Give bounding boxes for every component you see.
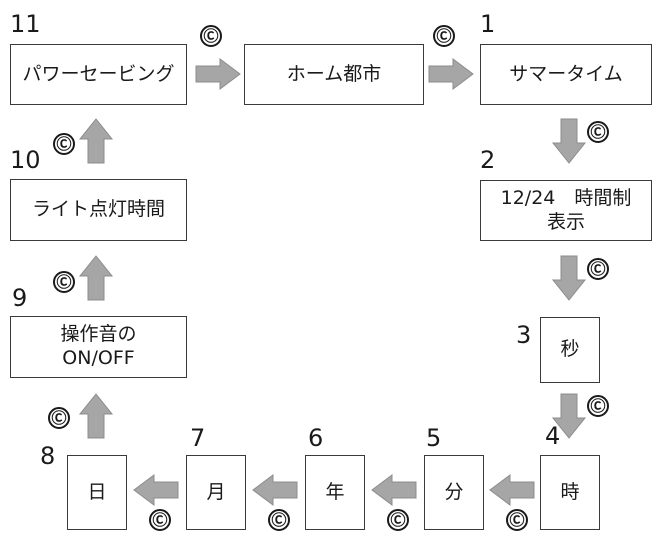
button-c-icon: Ⓒ bbox=[587, 258, 609, 280]
step-7-number: 7 bbox=[190, 424, 206, 452]
step-9-number: 9 bbox=[12, 284, 28, 312]
button-c-icon: Ⓒ bbox=[53, 271, 75, 293]
step-1-label: サマータイム bbox=[509, 62, 623, 85]
arrow-left-icon bbox=[371, 474, 417, 506]
step-8-box: 日 bbox=[67, 455, 127, 530]
button-c-icon: Ⓒ bbox=[433, 25, 455, 47]
arrow-right-icon bbox=[195, 58, 241, 90]
step-4-number: 4 bbox=[545, 422, 561, 450]
button-c-icon: Ⓒ bbox=[48, 407, 70, 429]
button-c-icon: Ⓒ bbox=[587, 395, 609, 417]
step-8-label: 日 bbox=[87, 480, 107, 503]
step-11-number: 11 bbox=[10, 10, 41, 38]
step-6-box: 年 bbox=[305, 455, 365, 530]
step-11-box: パワーセービング bbox=[10, 44, 187, 105]
button-c-icon: Ⓒ bbox=[149, 509, 171, 531]
home-city-box: ホーム都市 bbox=[244, 44, 424, 105]
step-5-number: 5 bbox=[426, 424, 442, 452]
step-10-number: 10 bbox=[10, 146, 41, 174]
step-6-label: 年 bbox=[325, 480, 345, 503]
step-1-number: 1 bbox=[480, 10, 496, 38]
home-city-label: ホーム都市 bbox=[286, 62, 382, 85]
step-2-number: 2 bbox=[480, 146, 496, 174]
step-7-label: 月 bbox=[206, 480, 226, 503]
button-c-icon: Ⓒ bbox=[587, 121, 609, 143]
arrow-down-icon bbox=[551, 118, 587, 164]
step-5-label: 分 bbox=[444, 480, 464, 503]
step-3-label: 秒 bbox=[560, 338, 580, 361]
arrow-up-icon bbox=[78, 255, 114, 301]
step-7-box: 月 bbox=[186, 455, 246, 530]
step-2-box: 12/24 時間制 表示 bbox=[480, 180, 652, 241]
step-9-box: 操作音の ON/OFF bbox=[10, 316, 187, 378]
button-c-icon: Ⓒ bbox=[268, 509, 290, 531]
step-5-box: 分 bbox=[424, 455, 484, 530]
step-1-box: サマータイム bbox=[480, 44, 652, 105]
arrow-up-icon bbox=[78, 393, 114, 439]
step-4-box: 時 bbox=[540, 455, 600, 530]
step-10-label: ライト点灯時間 bbox=[31, 198, 165, 221]
step-3-number: 3 bbox=[516, 321, 532, 349]
arrow-down-icon bbox=[551, 255, 587, 301]
arrow-up-icon bbox=[78, 118, 114, 164]
arrow-left-icon bbox=[489, 474, 535, 506]
step-11-label: パワーセービング bbox=[22, 62, 175, 85]
step-8-number: 8 bbox=[40, 442, 56, 470]
arrow-left-icon bbox=[133, 474, 179, 506]
button-c-icon: Ⓒ bbox=[200, 25, 222, 47]
button-c-icon: Ⓒ bbox=[387, 509, 409, 531]
arrow-down-icon bbox=[551, 393, 587, 439]
button-c-icon: Ⓒ bbox=[506, 509, 528, 531]
step-6-number: 6 bbox=[308, 424, 324, 452]
step-4-label: 時 bbox=[560, 480, 580, 503]
step-2-label: 12/24 時間制 表示 bbox=[500, 186, 632, 233]
step-10-box: ライト点灯時間 bbox=[10, 179, 187, 241]
step-9-label: 操作音の ON/OFF bbox=[60, 323, 137, 369]
arrow-left-icon bbox=[252, 474, 298, 506]
step-3-box: 秒 bbox=[540, 317, 600, 383]
arrow-right-icon bbox=[428, 58, 474, 90]
button-c-icon: Ⓒ bbox=[53, 133, 75, 155]
